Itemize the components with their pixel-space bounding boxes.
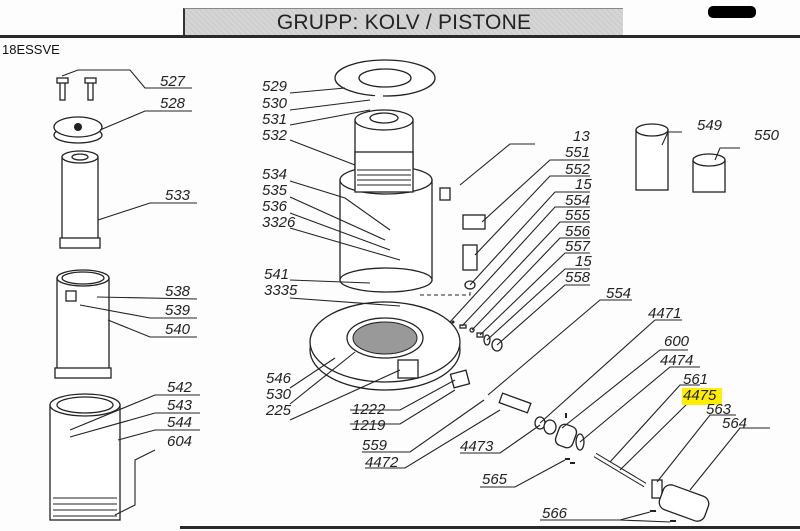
callout-564[interactable]: 564 — [722, 415, 747, 432]
model-code: 18ESSVE — [2, 42, 60, 57]
part-sleeve-550 — [692, 153, 726, 193]
callout-531[interactable]: 531 — [262, 111, 287, 128]
redaction-mark — [708, 6, 756, 18]
callout-527[interactable]: 527 — [160, 73, 186, 90]
callout-541[interactable]: 541 — [264, 266, 289, 283]
part-screws-527 — [56, 77, 97, 101]
callout-558[interactable]: 558 — [565, 269, 591, 286]
callout-543[interactable]: 543 — [167, 397, 193, 414]
callout-3326[interactable]: 3326 — [262, 214, 296, 231]
callout-4473[interactable]: 4473 — [460, 438, 494, 455]
callout-540[interactable]: 540 — [165, 321, 191, 338]
footer-divider — [180, 526, 800, 529]
part-sleeve-540 — [54, 269, 112, 379]
callout-225[interactable]: 225 — [265, 402, 292, 419]
callout-15[interactable]: 15 — [575, 176, 592, 193]
callout-1222[interactable]: 1222 — [352, 401, 386, 418]
part-cap-528 — [53, 116, 103, 144]
callout-546[interactable]: 546 — [266, 370, 292, 387]
callout-labels: 527 528 533 538 539 540 542 543 544 604 … — [160, 73, 780, 522]
callout-1219[interactable]: 1219 — [352, 417, 386, 434]
group-title: GRUPP: KOLV / PISTONE — [276, 11, 532, 34]
callout-535[interactable]: 535 — [262, 182, 288, 199]
callout-530-base[interactable]: 530 — [266, 386, 292, 403]
header-divider — [0, 35, 800, 38]
callout-536[interactable]: 536 — [262, 198, 288, 215]
callout-534[interactable]: 534 — [262, 166, 287, 183]
callout-529[interactable]: 529 — [262, 78, 288, 95]
callout-549[interactable]: 549 — [697, 117, 723, 134]
callout-600[interactable]: 600 — [664, 333, 690, 350]
callout-542[interactable]: 542 — [167, 379, 193, 396]
part-sleeve-549 — [635, 123, 669, 191]
callout-554[interactable]: 554 — [565, 192, 590, 209]
callout-563[interactable]: 563 — [706, 401, 732, 418]
callout-554-second[interactable]: 554 — [606, 285, 631, 302]
callout-561[interactable]: 561 — [683, 371, 708, 388]
callout-3335[interactable]: 3335 — [264, 282, 298, 299]
highlight-4475 — [682, 388, 722, 405]
callout-533[interactable]: 533 — [165, 187, 191, 204]
callout-551[interactable]: 551 — [565, 144, 590, 161]
callout-604[interactable]: 604 — [167, 433, 192, 450]
callout-556[interactable]: 556 — [565, 223, 591, 240]
callout-557[interactable]: 557 — [565, 238, 591, 255]
title-bar: GRUPP: KOLV / PISTONE — [183, 8, 623, 36]
callout-4472[interactable]: 4472 — [365, 454, 399, 471]
part-ring-529 — [334, 59, 436, 98]
callout-532[interactable]: 532 — [262, 127, 288, 144]
callout-550[interactable]: 550 — [754, 127, 780, 144]
part-fittings — [420, 187, 503, 352]
callout-565[interactable]: 565 — [482, 471, 508, 488]
part-piston-rod-533 — [59, 150, 101, 249]
part-base-ring-546 — [309, 301, 461, 391]
callout-566[interactable]: 566 — [542, 505, 568, 522]
callout-13[interactable]: 13 — [573, 128, 590, 145]
callout-538[interactable]: 538 — [165, 283, 191, 300]
callout-544[interactable]: 544 — [167, 414, 192, 431]
callout-559[interactable]: 559 — [362, 437, 388, 454]
callout-528[interactable]: 528 — [160, 95, 186, 112]
part-housing-604 — [49, 393, 121, 521]
callout-530[interactable]: 530 — [262, 95, 288, 112]
part-housing-541 — [339, 151, 433, 293]
part-lever-assembly — [449, 369, 710, 522]
callout-539[interactable]: 539 — [165, 302, 191, 319]
callout-15-second[interactable]: 15 — [575, 253, 592, 270]
callout-4475[interactable]: 4475 — [683, 387, 717, 404]
callout-555[interactable]: 555 — [565, 207, 591, 224]
leader-lines — [61, 69, 770, 523]
callout-552[interactable]: 552 — [565, 161, 591, 178]
callout-4474[interactable]: 4474 — [660, 352, 693, 369]
callout-4471[interactable]: 4471 — [648, 305, 681, 322]
